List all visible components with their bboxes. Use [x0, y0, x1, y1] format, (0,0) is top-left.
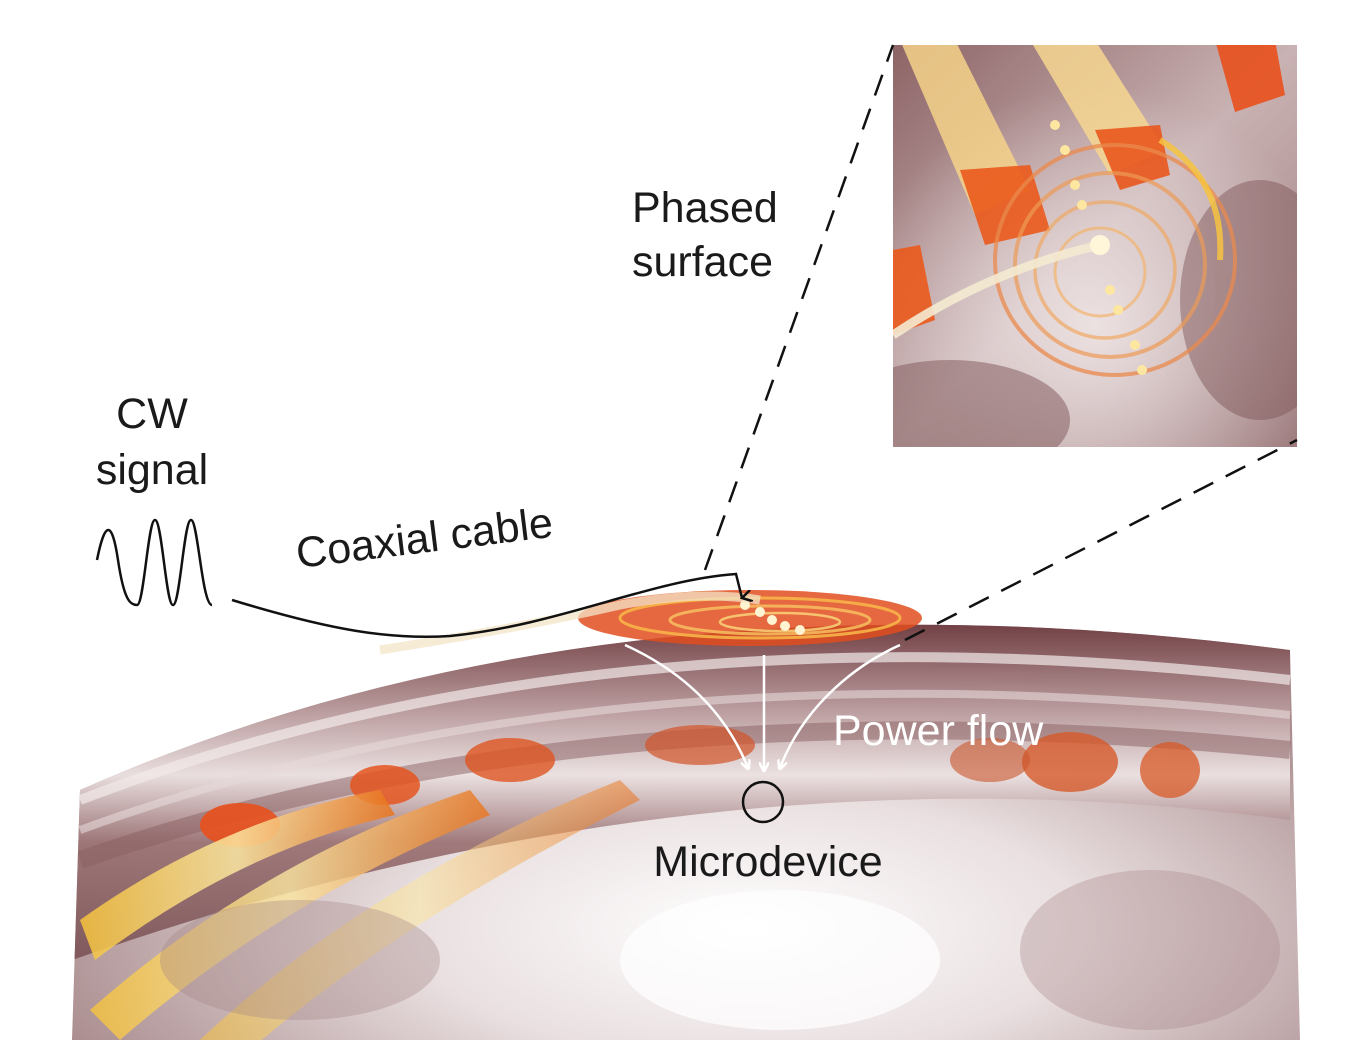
power-flow-label: Power flow — [833, 707, 1044, 755]
coaxial-cable-label: Coaxial cable — [293, 499, 555, 578]
zoom-line-left — [703, 44, 895, 571]
cw-signal-label-line1: CW — [116, 390, 188, 438]
cw-signal-waveform — [95, 518, 214, 607]
tissue-cross-section — [72, 624, 1300, 1040]
power-flow-arrows — [624, 643, 901, 770]
coaxial-cable-line — [231, 572, 742, 639]
zoom-line-right — [904, 438, 1298, 642]
cw-signal-label-line2: signal — [96, 446, 208, 494]
phased-surface-inset — [893, 45, 1297, 447]
microdevice-marker — [741, 780, 785, 824]
zoom-lines — [703, 44, 1298, 642]
phased-surface-label-line2: surface — [632, 238, 773, 286]
phased-surface-label-line1: Phased — [632, 184, 778, 232]
power-flow-arrow-left — [624, 643, 748, 768]
microdevice-label: Microdevice — [653, 838, 882, 886]
phased-surface-device — [379, 590, 922, 655]
power-flow-arrow-right — [780, 643, 901, 768]
